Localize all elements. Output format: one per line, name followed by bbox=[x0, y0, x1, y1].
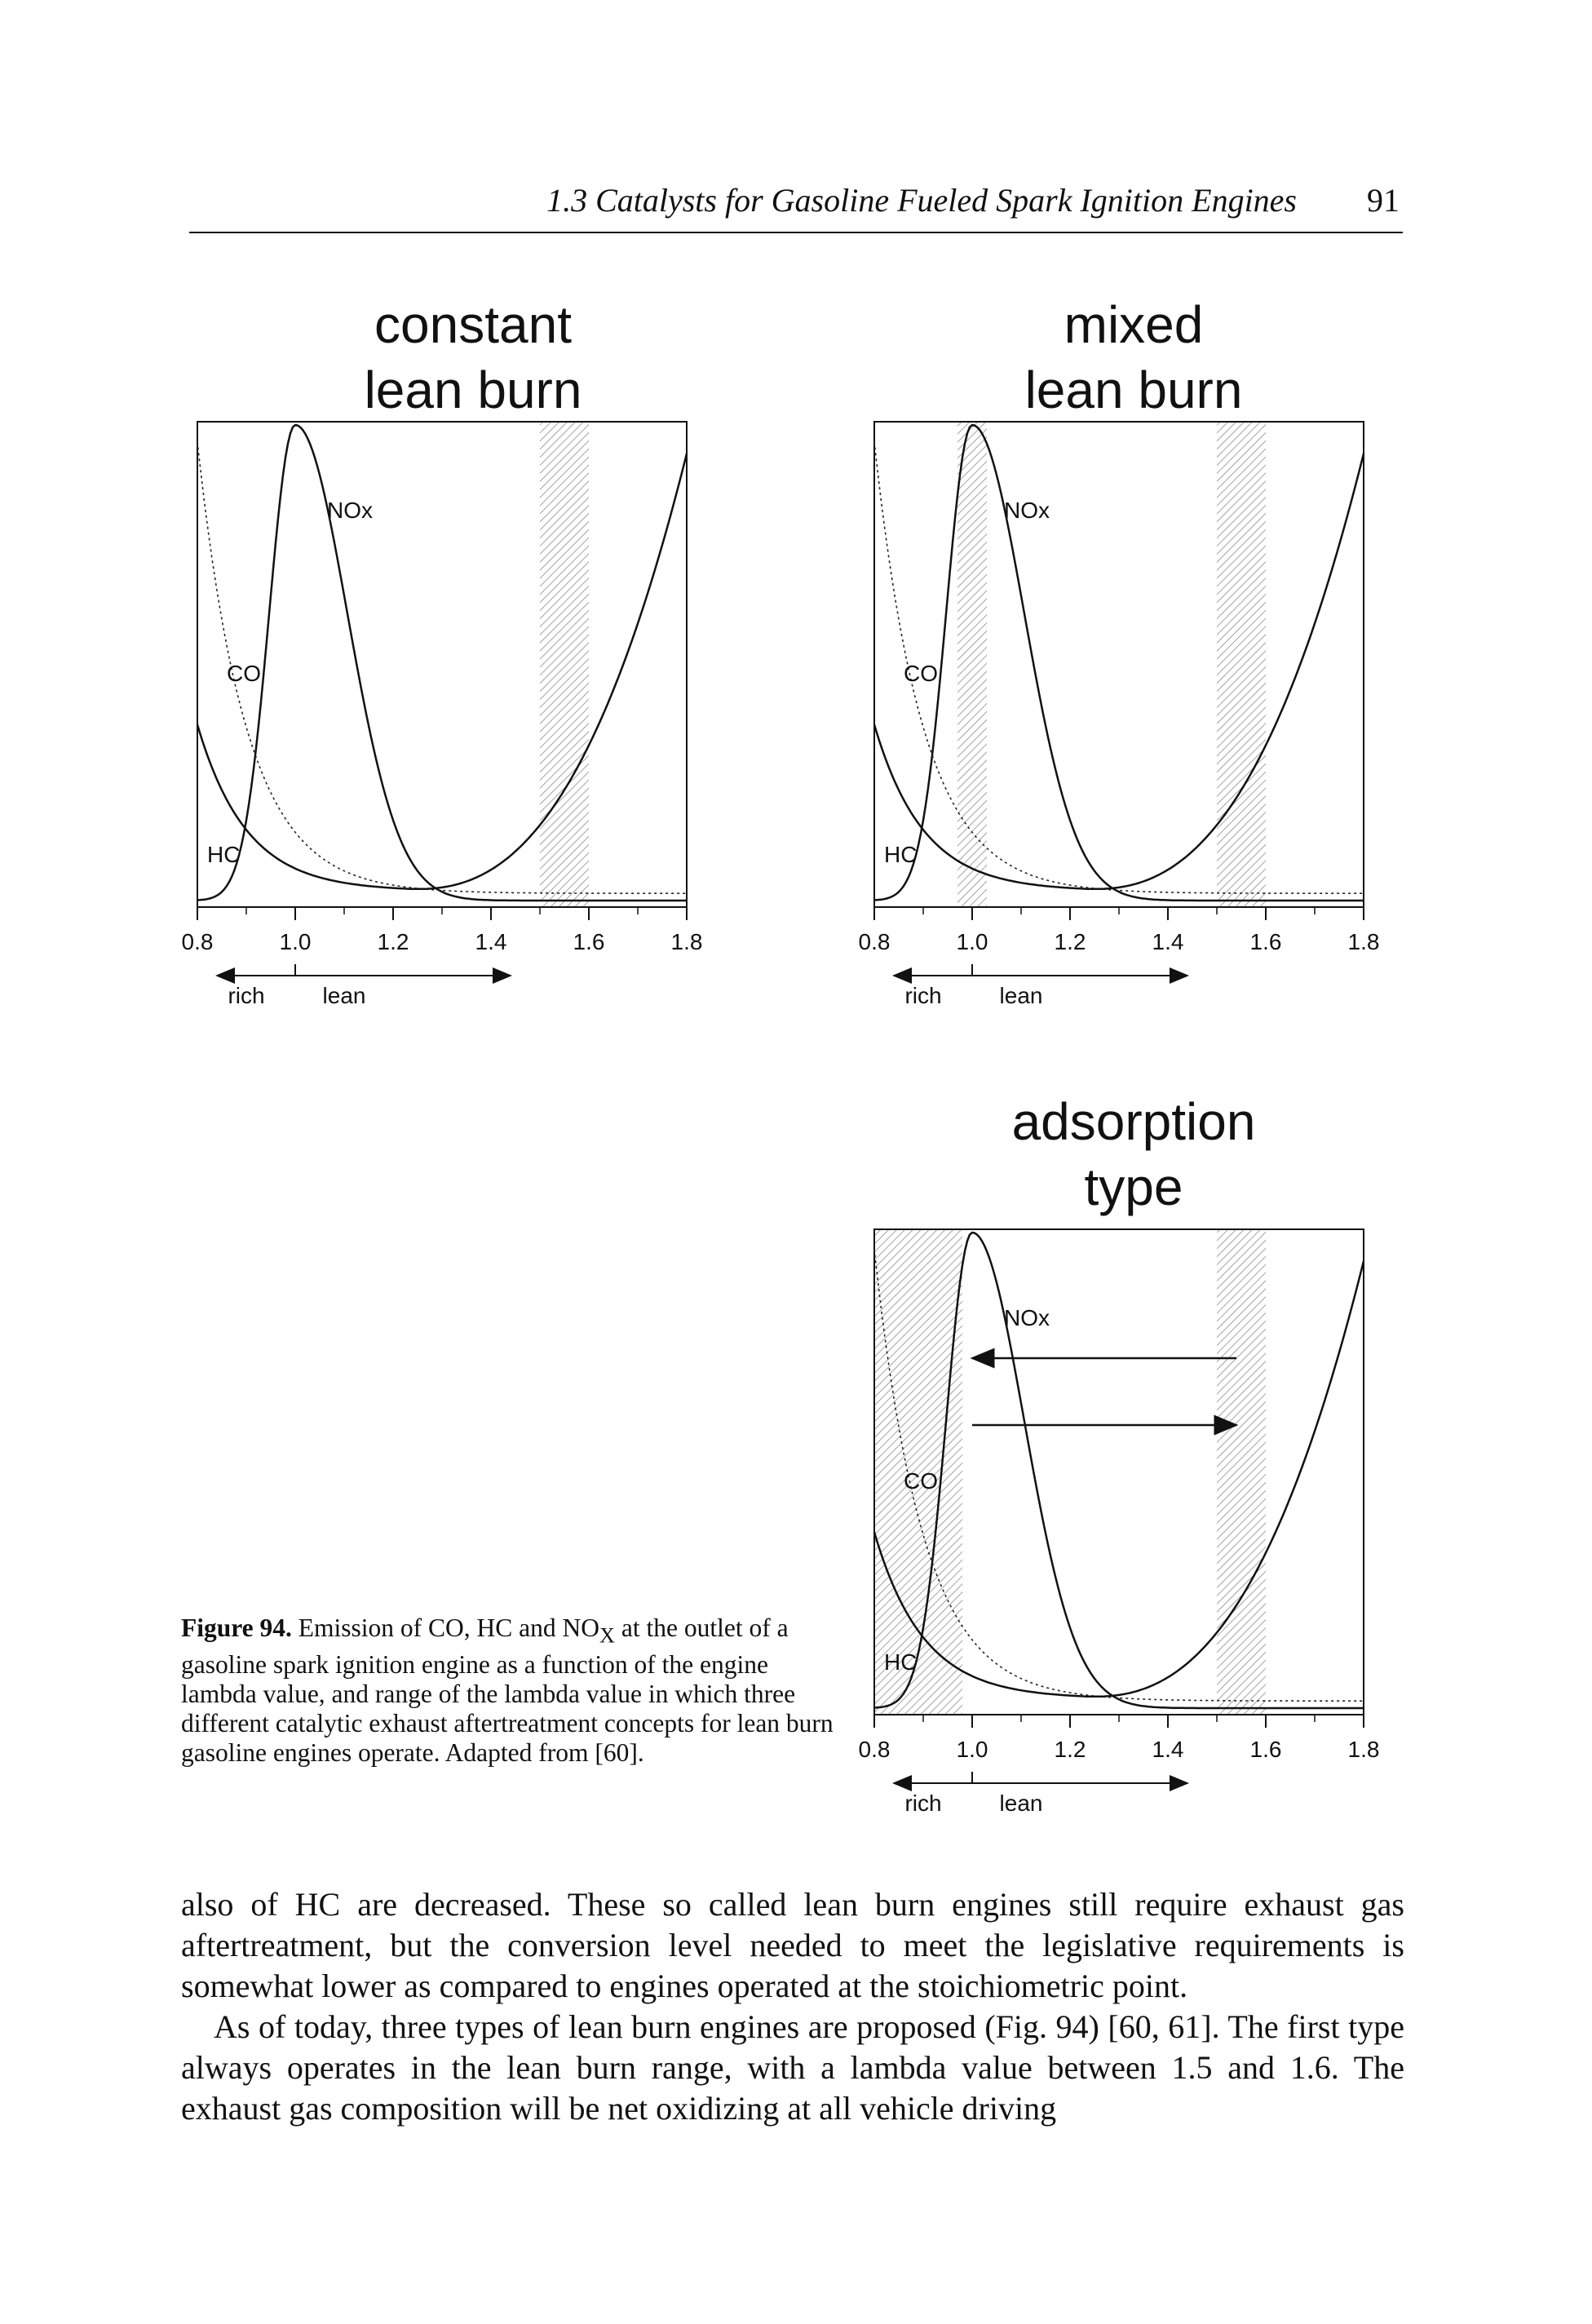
x-tick-label: 1.2 bbox=[1055, 1737, 1086, 1762]
body-text: also of HC are decreased. These so calle… bbox=[181, 1884, 1404, 2129]
co-curve bbox=[873, 441, 1364, 894]
chart-title-adsorption-type: adsorption type bbox=[1011, 1092, 1256, 1216]
caption-text-continued: at the outlet of a gasoline spark igniti… bbox=[181, 1614, 834, 1768]
co-label: CO bbox=[904, 661, 938, 686]
nox-curve bbox=[873, 423, 1364, 902]
operating-band bbox=[1217, 1229, 1266, 1715]
x-tick-label: 1.8 bbox=[1348, 929, 1380, 954]
nox-label: NOx bbox=[1004, 498, 1050, 523]
x-tick-label: 0.8 bbox=[859, 929, 891, 954]
operating-band bbox=[540, 422, 589, 907]
x-tick-label: 0.8 bbox=[859, 1737, 891, 1762]
x-tick-label: 1.8 bbox=[671, 929, 703, 954]
caption-subscript: X bbox=[599, 1623, 615, 1648]
x-tick-label: 1.4 bbox=[1152, 1737, 1184, 1762]
lean-label: lean bbox=[1000, 983, 1043, 1008]
x-tick-label: 1.2 bbox=[1055, 929, 1086, 954]
hc-label: HC bbox=[884, 1649, 917, 1675]
x-tick-label: 1.0 bbox=[280, 929, 312, 954]
plot-frame bbox=[197, 421, 688, 908]
x-tick-label: 0.8 bbox=[182, 929, 214, 954]
caption-label: Figure 94. bbox=[181, 1614, 292, 1642]
page-header: 1.3 Catalysts for Gasoline Fueled Spark … bbox=[189, 181, 1403, 233]
nox-curve bbox=[197, 423, 687, 902]
rich-label: rich bbox=[904, 1791, 941, 1816]
lean-label: lean bbox=[1000, 1791, 1043, 1816]
x-tick-label: 1.8 bbox=[1348, 1737, 1380, 1762]
x-tick-label: 1.2 bbox=[378, 929, 409, 954]
co-label: CO bbox=[904, 1468, 938, 1494]
rich-label: rich bbox=[904, 983, 941, 1008]
co-curve bbox=[197, 441, 687, 894]
x-tick-label: 1.4 bbox=[475, 929, 507, 954]
operating-band bbox=[1217, 422, 1266, 907]
x-tick-label: 1.6 bbox=[1250, 929, 1282, 954]
hc-curve bbox=[873, 1260, 1365, 1698]
nox-curve bbox=[873, 1231, 1364, 1710]
nox-label: NOx bbox=[327, 498, 373, 523]
plot-frame bbox=[873, 421, 1364, 908]
nox-label: NOx bbox=[1004, 1305, 1050, 1330]
operating-band bbox=[957, 422, 987, 907]
x-tick-label: 1.6 bbox=[573, 929, 605, 954]
chart-title-constant-lean-burn: constant lean burn bbox=[364, 295, 582, 419]
x-tick-label: 1.6 bbox=[1250, 1737, 1282, 1762]
hc-curve bbox=[873, 453, 1365, 891]
co-curve bbox=[873, 1249, 1364, 1702]
page-number: 91 bbox=[1367, 182, 1400, 219]
running-head: 1.3 Catalysts for Gasoline Fueled Spark … bbox=[546, 182, 1297, 219]
rich-label: rich bbox=[228, 983, 264, 1008]
body-paragraph-2: As of today, three types of lean burn en… bbox=[181, 2008, 1404, 2127]
hc-label: HC bbox=[884, 842, 917, 867]
operating-band bbox=[874, 1229, 962, 1715]
body-paragraph-1: also of HC are decreased. These so calle… bbox=[181, 1886, 1404, 2004]
caption-text: Emission of CO, HC and NO bbox=[298, 1614, 600, 1642]
lean-label: lean bbox=[323, 983, 366, 1008]
co-label: CO bbox=[227, 661, 261, 686]
hc-label: HC bbox=[207, 842, 240, 867]
hc-curve bbox=[196, 453, 688, 891]
figure-caption: Figure 94. Emission of CO, HC and NOX at… bbox=[181, 1614, 850, 1768]
x-tick-label: 1.0 bbox=[957, 1737, 988, 1762]
chart-title-mixed-lean-burn: mixed lean burn bbox=[1024, 295, 1243, 419]
x-tick-label: 1.0 bbox=[957, 929, 988, 954]
x-tick-label: 1.4 bbox=[1152, 929, 1184, 954]
